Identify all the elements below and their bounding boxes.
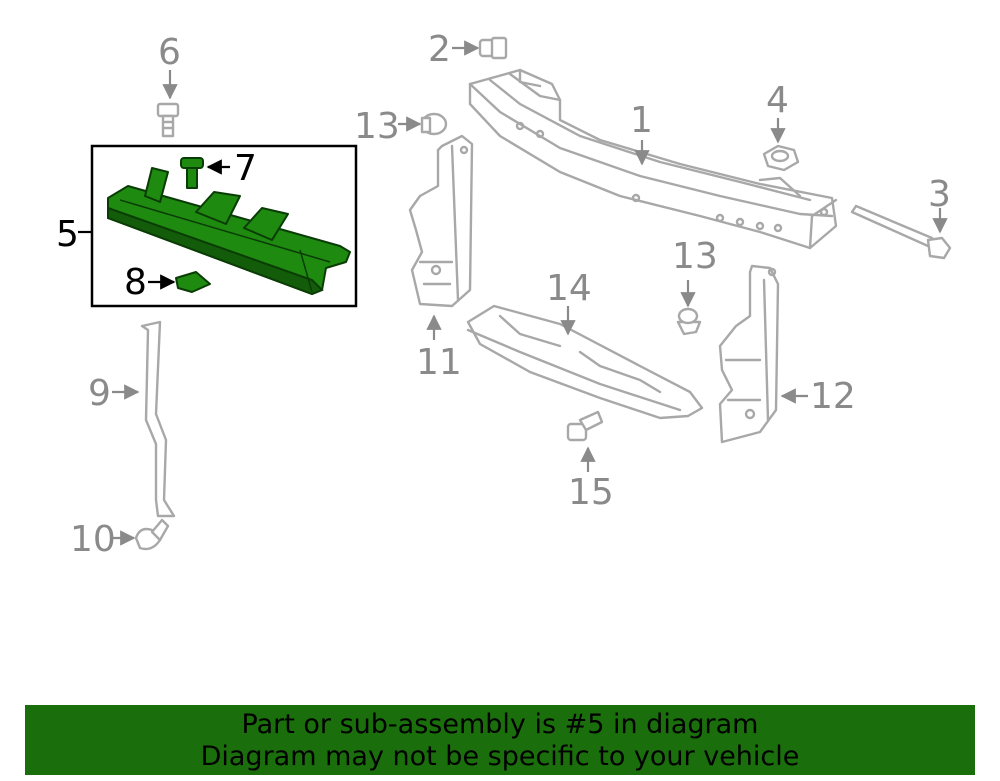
banner-line-2: Diagram may not be specific to your vehi… bbox=[200, 741, 800, 772]
callout-14[interactable]: 14 bbox=[546, 268, 592, 309]
clip-13-lower-part[interactable] bbox=[676, 307, 702, 336]
callout-3[interactable]: 3 bbox=[928, 174, 951, 215]
notice-banner: Part or sub-assembly is #5 in diagram Di… bbox=[25, 705, 975, 775]
callout-2[interactable]: 2 bbox=[428, 29, 451, 70]
callout-4[interactable]: 4 bbox=[766, 80, 789, 121]
callout-13-upper[interactable]: 13 bbox=[354, 106, 400, 147]
callout-15[interactable]: 15 bbox=[568, 472, 614, 513]
bumper-reinforcement-1-part[interactable] bbox=[468, 68, 838, 250]
bolt-7-part[interactable] bbox=[180, 157, 204, 189]
bolt-6-part[interactable] bbox=[156, 102, 180, 138]
callout-9[interactable]: 9 bbox=[88, 373, 111, 414]
callout-6[interactable]: 6 bbox=[158, 32, 181, 73]
callout-8[interactable]: 8 bbox=[124, 262, 147, 303]
nut-4-part[interactable] bbox=[762, 144, 800, 172]
deflector-14-part[interactable] bbox=[466, 304, 704, 420]
nut-8-part[interactable] bbox=[175, 271, 211, 293]
callout-7[interactable]: 7 bbox=[234, 148, 257, 189]
banner-line-1: Part or sub-assembly is #5 in diagram bbox=[241, 709, 759, 740]
callout-12[interactable]: 12 bbox=[810, 376, 856, 417]
part-5-box bbox=[90, 144, 358, 308]
clip-10-part[interactable] bbox=[134, 518, 170, 551]
energy-absorber-part-5[interactable] bbox=[107, 167, 351, 296]
parts-diagram: 6 5 7 8 9 10 2 bbox=[56, 29, 952, 560]
callout-13-lower[interactable]: 13 bbox=[672, 236, 718, 277]
clip-13-upper-part[interactable] bbox=[420, 112, 448, 136]
bracket-12-part[interactable] bbox=[718, 264, 780, 444]
callout-10[interactable]: 10 bbox=[70, 519, 116, 560]
seal-strip-9-part[interactable] bbox=[140, 320, 176, 518]
callout-11[interactable]: 11 bbox=[416, 342, 462, 383]
bolt-2-part[interactable] bbox=[478, 36, 508, 60]
callout-1[interactable]: 1 bbox=[630, 100, 653, 141]
bolt-3-part[interactable] bbox=[850, 204, 952, 260]
bolt-15-part[interactable] bbox=[566, 410, 604, 442]
bracket-11-part[interactable] bbox=[408, 134, 474, 308]
callout-5[interactable]: 5 bbox=[56, 214, 79, 255]
